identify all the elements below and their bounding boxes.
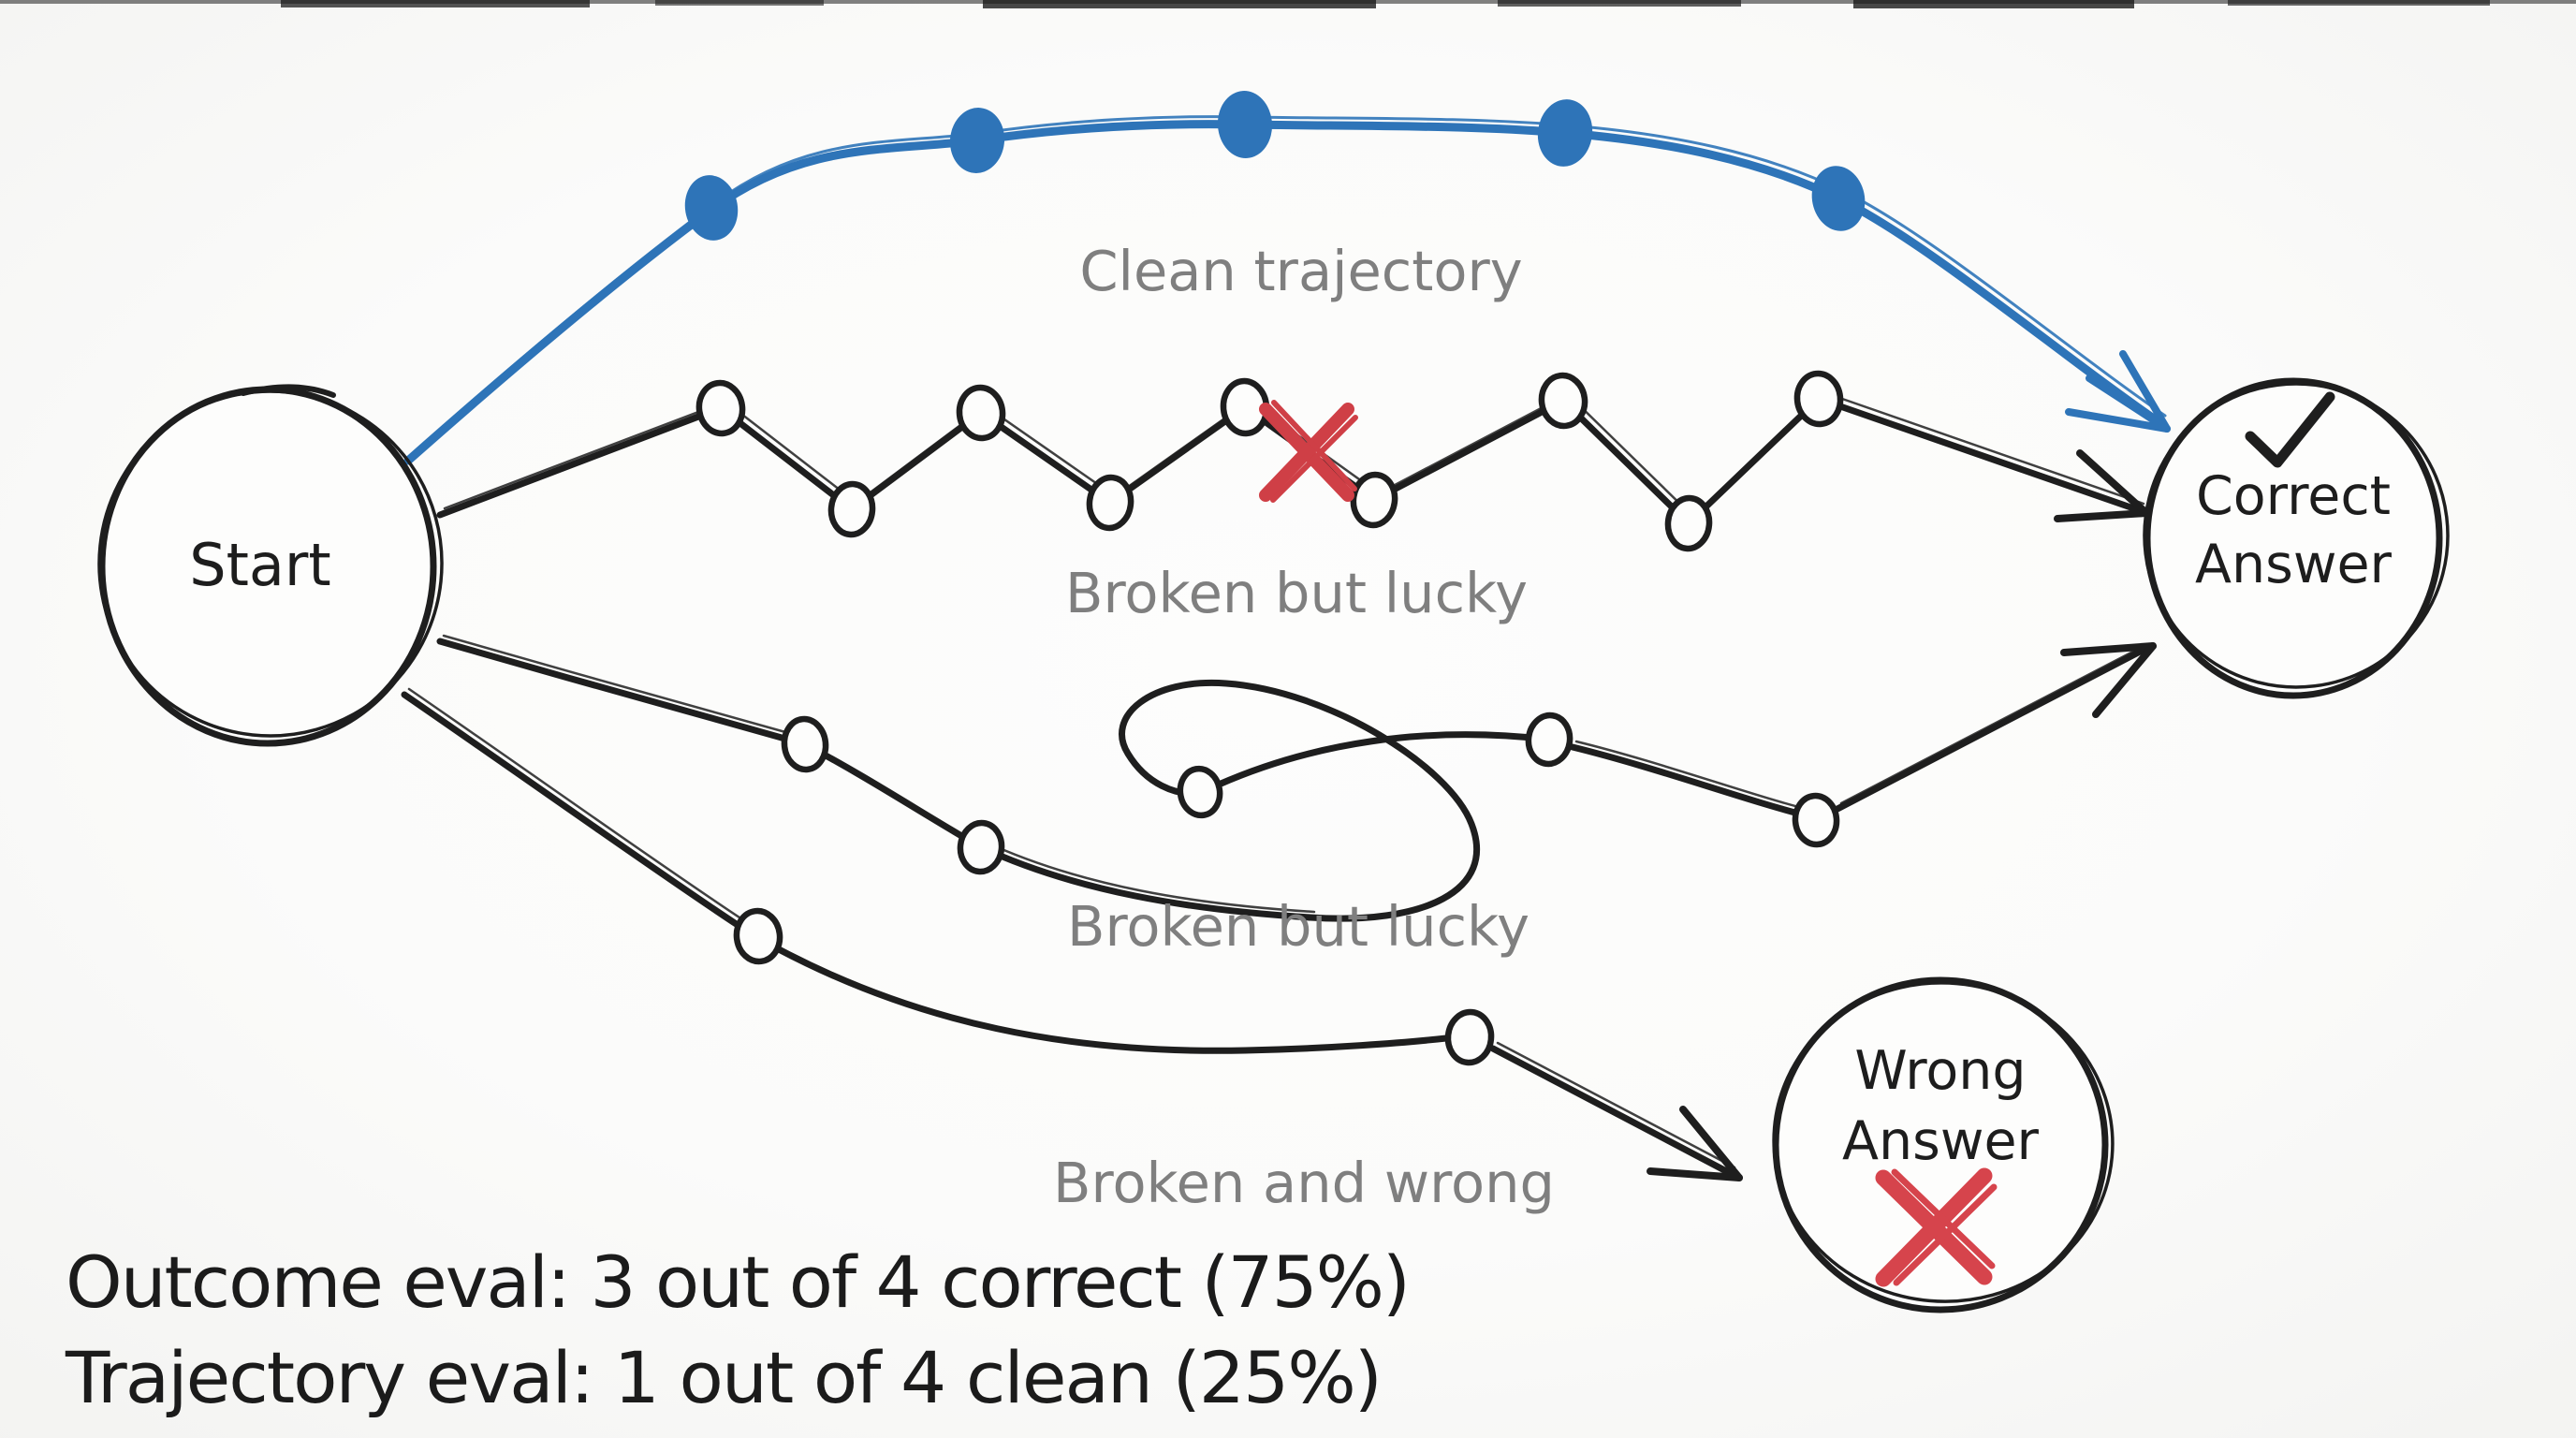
start-circle-echo <box>97 389 444 738</box>
correct-circle-echo <box>2143 382 2450 689</box>
summary-block: Outcome eval: 3 out of 4 correct (75%) T… <box>65 1240 1411 1419</box>
step-node <box>781 715 829 773</box>
clean-trajectory <box>403 91 2171 465</box>
step-node <box>1793 370 1844 428</box>
step-node <box>1525 712 1573 768</box>
step-dot <box>949 108 1005 173</box>
cross-icon <box>1875 1167 1998 1287</box>
wrong-trajectory <box>401 687 1743 1181</box>
zigzag-arrowhead-icon <box>2054 449 2150 522</box>
wrong-answer-node: Wrong Answer <box>1772 976 2115 1313</box>
wrong-answer-line1: Wrong <box>1854 1040 2026 1102</box>
loop-echo <box>442 634 2149 914</box>
correct-answer-line2: Answer <box>2195 534 2393 595</box>
loop-step-nodes <box>781 712 1840 875</box>
clean-trajectory-label: Clean trajectory <box>1079 239 1522 303</box>
wrong-circle <box>1772 976 2109 1313</box>
zigzag-step-nodes <box>695 370 1844 552</box>
loop-path <box>436 638 2147 922</box>
step-node <box>1664 494 1713 552</box>
step-node <box>1086 474 1134 532</box>
step-node <box>1538 372 1588 430</box>
wrong-step-nodes <box>733 907 1495 1066</box>
outcome-eval-text: Outcome eval: 3 out of 4 correct (75%) <box>66 1240 1409 1324</box>
loop-trajectory <box>436 634 2157 922</box>
correct-answer-node: Correct Answer <box>2143 377 2450 699</box>
clean-step-dots <box>684 91 1866 241</box>
wrong-answer-line2: Answer <box>1842 1110 2040 1172</box>
step-node <box>1444 1008 1495 1066</box>
broken-lucky-label-1: Broken but lucky <box>1065 561 1528 625</box>
broken-step-cross-icon <box>1259 400 1358 503</box>
step-node <box>956 384 1006 442</box>
wrong-path <box>401 691 1734 1177</box>
trajectory-eval-text: Trajectory eval: 1 out of 4 clean (25%) <box>65 1336 1381 1419</box>
wrong-echo <box>407 687 1736 1169</box>
step-node <box>1792 792 1840 848</box>
step-dot <box>1217 91 1273 158</box>
wrong-arrowhead-icon <box>1647 1106 1743 1181</box>
step-dot <box>1537 99 1593 167</box>
step-node <box>1177 765 1223 819</box>
correct-answer-line1: Correct <box>2196 465 2391 527</box>
broken-wrong-label: Broken and wrong <box>1053 1151 1555 1215</box>
step-node <box>957 819 1005 875</box>
start-label: Start <box>189 531 330 599</box>
step-node <box>827 480 876 538</box>
top-edge-artifact <box>0 0 2576 8</box>
step-dot <box>684 175 739 241</box>
step-node <box>733 907 783 965</box>
wrong-circle-echo <box>1772 981 2115 1303</box>
loop-arrowhead-icon <box>2060 642 2157 718</box>
step-node <box>695 379 746 437</box>
broken-lucky-label-2: Broken but lucky <box>1067 894 1530 959</box>
step-dot <box>1811 166 1866 231</box>
step-node <box>1350 471 1398 529</box>
start-node: Start <box>97 384 444 747</box>
zigzag-trajectory <box>436 370 2150 552</box>
clean-arrowhead-icon <box>2065 350 2171 433</box>
checkmark-icon <box>2245 391 2335 468</box>
correct-circle <box>2144 377 2443 699</box>
start-circle-sketch <box>241 384 336 398</box>
